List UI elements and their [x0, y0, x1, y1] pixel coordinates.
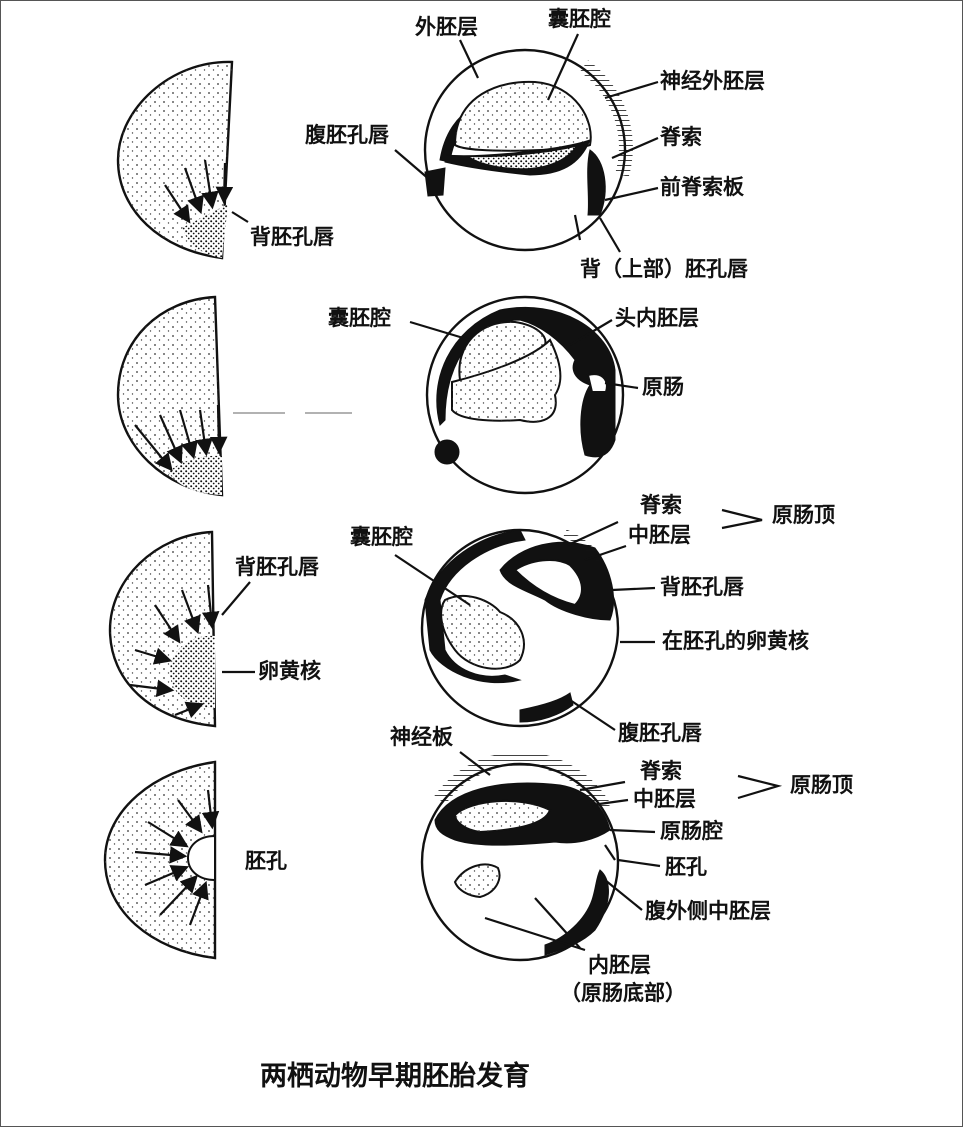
stage3-yolk-plug-blastopore-label: 在胚孔的卵黄核	[662, 629, 809, 653]
stage1-ventral-lip-pointer	[394, 149, 431, 181]
stage3-mesoderm-label: 中胚层	[628, 523, 691, 547]
stage3-right-embryo	[420, 528, 620, 728]
stage1-prechordal-plate-label: 前脊索板	[660, 175, 745, 199]
stage4-archenteron-cavity-pointer	[609, 828, 656, 834]
stage1-ventral-lip-label: 腹胚孔唇	[305, 123, 390, 147]
stage4-mesoderm-pointer	[591, 798, 629, 807]
stage1-prechordal-plate-pointer	[604, 186, 659, 202]
stage4-archenteron-roof-label: 原肠顶	[790, 773, 853, 797]
stage1-blastocoel-pointer	[546, 33, 580, 101]
stage3-ventral-lip-pointer	[569, 699, 616, 731]
stage1-notochord-label: 脊索	[659, 125, 702, 149]
stage4-left-embryo	[103, 760, 220, 960]
stage3-blastocoel-label: 囊胚腔	[349, 525, 413, 549]
stage1-dorsal-upper-lip-pointer	[599, 217, 621, 253]
stage4-blastopore-left-label: 胚孔	[245, 849, 287, 873]
stage4-neural-plate-label: 神经板	[390, 725, 454, 749]
stage3-left-embryo	[108, 530, 220, 728]
stage2-archenteron-pointer	[604, 381, 639, 390]
stage3-ventral-lip-label: 腹胚孔唇	[618, 721, 703, 745]
stage4-notochord-label: 脊索	[639, 759, 682, 783]
stage3-left-dorsal-lip-label: 背胚孔唇	[235, 555, 320, 579]
stage4-endoderm-pointer-2	[534, 897, 581, 949]
stage4-archenteron-cavity-label: 原肠腔	[660, 819, 723, 843]
stage2-blastocoel-pointer	[409, 320, 471, 342]
stage3-blastocoel-pointer	[394, 554, 471, 606]
stage3-right-dorsal-lip-pointer	[611, 586, 656, 592]
stage2-head-endoderm-label: 头内胚层	[615, 306, 699, 330]
stage1-ectoderm-pointer	[459, 39, 479, 79]
stage4-mesoderm-label: 中胚层	[633, 787, 696, 811]
stage4-neural-plate-pointer	[459, 751, 491, 776]
stage1-dorsal-lip-label: 背胚孔唇	[250, 225, 335, 249]
stage2-archenteron-label: 原肠	[642, 375, 684, 399]
stage4-blastopore-right-pointer	[617, 858, 661, 868]
stage3-notochord-label: 脊索	[639, 493, 682, 517]
stage3-notochord-pointer	[567, 521, 619, 546]
stage1-left-embryo	[116, 60, 249, 260]
stage1-dorsal-upper-lip-label: 背（上部）胚孔唇	[580, 257, 749, 281]
figure-title: 两栖动物早期胚胎发育	[260, 1060, 530, 1092]
stage4-endoderm-label: 内胚层	[588, 953, 651, 977]
stage4-roof-bracket	[737, 774, 783, 800]
stage1-notochord-pointer	[611, 136, 659, 160]
stage3-roof-bracket	[721, 508, 763, 530]
stage2-right-embryo	[425, 295, 625, 495]
stage3-archenteron-roof-label: 原肠顶	[772, 503, 835, 527]
stage4-ventral-lateral-mesoderm-pointer	[604, 879, 643, 911]
stage1-ectoderm-label: 外胚层	[415, 15, 478, 39]
stage2-left-embryo	[116, 295, 228, 497]
stage1-neural-ectoderm-label: 神经外胚层	[660, 69, 765, 93]
stage4-notochord-pointer	[579, 780, 626, 792]
stage4-blastopore-right-label: 胚孔	[665, 855, 707, 879]
stage2-blastocoel-label: 囊胚腔	[327, 306, 391, 330]
stage4-archenteron-floor-label: （原肠底部）	[560, 981, 686, 1005]
stage3-right-dorsal-lip-label: 背胚孔唇	[660, 575, 745, 599]
stage3-left-dorsal-lip-pointer	[221, 581, 251, 616]
stage4-right-embryo	[420, 751, 620, 962]
stage2-head-endoderm-pointer	[569, 319, 613, 346]
stage3-mesoderm-pointer	[584, 544, 627, 562]
stage4-ventral-lateral-mesoderm-label: 腹外侧中胚层	[645, 899, 771, 923]
stage1-neural-ectoderm-pointer	[604, 80, 659, 100]
stage1-right-embryo	[423, 48, 633, 252]
stage4-endoderm-pointer-1	[484, 916, 586, 952]
stage1-blastocoel-label: 囊胚腔	[547, 7, 611, 31]
stage3-yolk-plug-label: 卵黄核	[258, 659, 321, 683]
